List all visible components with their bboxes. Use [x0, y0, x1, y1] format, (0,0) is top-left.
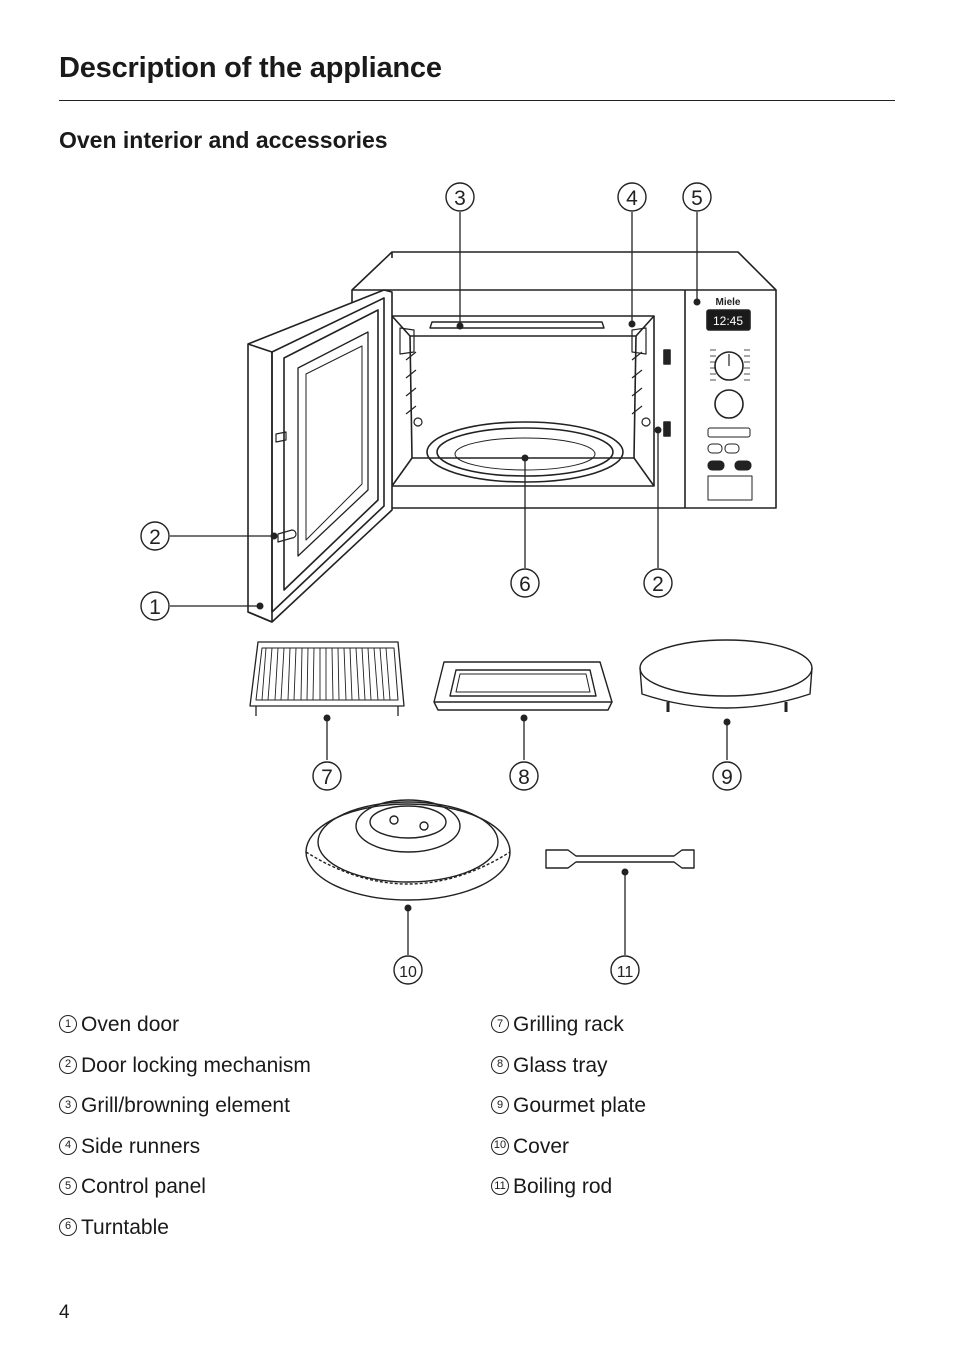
legend-number: 3	[59, 1096, 77, 1114]
legend-label: Gourmet plate	[513, 1094, 647, 1117]
legend-number: 10	[491, 1136, 509, 1155]
oven-door	[247, 289, 393, 623]
page-title: Description of the appliance	[59, 52, 442, 84]
legend-label: Grilling rack	[513, 1013, 624, 1036]
callout-2-frame: 2	[643, 568, 673, 598]
svg-text:2: 2	[652, 573, 664, 596]
callout-11: 11	[610, 955, 640, 985]
callout-5: 5	[682, 182, 712, 212]
legend-label: Turntable	[81, 1215, 169, 1239]
clock-display: 12:45	[713, 314, 743, 328]
microwave-body: Miele 12:45	[351, 251, 777, 509]
legend-number: 1	[59, 1015, 77, 1033]
svg-text:1: 1	[149, 596, 161, 619]
callout-3: 3	[445, 182, 475, 212]
legend-label: Oven door	[81, 1013, 180, 1036]
legend-number: 7	[491, 1015, 509, 1033]
glass-tray	[433, 661, 613, 711]
legend-number: 9	[491, 1096, 509, 1114]
grilling-rack	[249, 641, 405, 716]
legend-number: 8	[491, 1055, 509, 1074]
legend-number: 6	[59, 1217, 77, 1236]
legend-label: Cover	[513, 1134, 570, 1158]
callout-2-door: 2	[140, 521, 170, 551]
legend-label: Control panel	[81, 1175, 206, 1198]
legend-label: Glass tray	[513, 1053, 608, 1077]
boiling-rod	[545, 849, 695, 869]
callout-6: 6	[510, 568, 540, 598]
svg-text:2: 2	[149, 526, 161, 549]
svg-text:7: 7	[321, 766, 333, 789]
legend-label: Door locking mechanism	[81, 1053, 311, 1077]
cover	[305, 799, 511, 901]
svg-text:6: 6	[519, 573, 531, 596]
callout-7: 7	[312, 761, 342, 791]
svg-text:9: 9	[721, 766, 733, 789]
svg-text:4: 4	[626, 187, 638, 210]
page-number: 4	[59, 1302, 70, 1323]
section-heading: Oven interior and accessories	[59, 127, 388, 153]
svg-text:3: 3	[454, 187, 466, 210]
callout-1: 1	[140, 591, 170, 621]
legend-number: 2	[59, 1055, 77, 1074]
gourmet-plate	[639, 639, 813, 712]
legend-number: 11	[491, 1177, 509, 1195]
brand-logo: Miele	[715, 297, 740, 308]
svg-text:5: 5	[691, 187, 703, 210]
legend-label: Grill/browning element	[81, 1094, 290, 1117]
svg-text:11: 11	[617, 964, 634, 981]
svg-text:10: 10	[399, 964, 417, 981]
callout-10: 10	[393, 955, 423, 985]
legend-number: 4	[59, 1136, 77, 1155]
legend-label: Boiling rod	[513, 1175, 613, 1198]
callout-4: 4	[617, 182, 647, 212]
callout-9: 9	[712, 761, 742, 791]
title-rule	[59, 100, 895, 101]
callout-8: 8	[509, 761, 539, 791]
legend-label: Side runners	[81, 1134, 201, 1158]
svg-text:8: 8	[518, 766, 530, 789]
legend-number: 5	[59, 1177, 77, 1195]
